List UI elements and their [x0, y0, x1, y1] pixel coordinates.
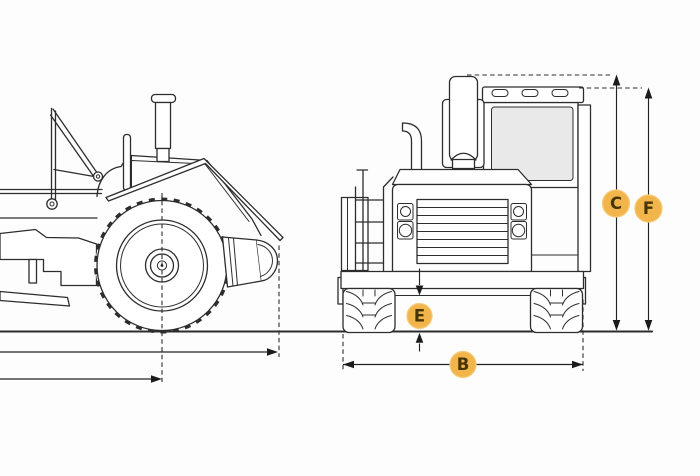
tractor-side-view: [0, 93, 284, 382]
handrail-pole: [356, 169, 369, 271]
a-frame-foot-pin: [46, 198, 58, 210]
dimension-line-rear: [0, 348, 278, 356]
arrow-up-icon: [644, 87, 653, 99]
arrow-right-icon: [267, 348, 278, 356]
cab-side-panel: [577, 104, 592, 273]
arrow-down-icon: [644, 320, 653, 331]
skid-bar: [0, 290, 71, 307]
marker-f-circle: [634, 194, 663, 223]
exhaust-stack-side: [150, 93, 177, 163]
gear-lever: [122, 133, 132, 192]
dimension-c: C: [467, 74, 631, 331]
marker-f-label: F: [643, 199, 654, 218]
a-frame-pivot: [92, 171, 104, 182]
dimension-line-wheel-center: [0, 375, 162, 383]
tire-left: [342, 287, 396, 334]
marker-e-circle: [406, 302, 433, 330]
a-frame-mast: [46, 107, 104, 210]
marker-b-circle: [449, 350, 477, 379]
drum-end-cap: [256, 239, 279, 282]
front-platform: [0, 228, 98, 287]
front-bumper: [340, 270, 585, 290]
arrow-up-icon: [612, 74, 621, 86]
muffler-stack: [441, 75, 485, 170]
ladder-rungs: [354, 199, 385, 264]
tire-tread-right: [533, 289, 580, 330]
arrow-down-icon: [415, 285, 424, 296]
tire-tread-left: [346, 289, 392, 330]
dimension-b: B: [342, 299, 584, 379]
winch-drum: [221, 236, 279, 288]
dimension-f: F: [579, 87, 663, 331]
hood-top: [391, 168, 533, 186]
tire-right: [529, 287, 584, 334]
headlights-left: [397, 203, 414, 240]
arrow-right-icon: [572, 360, 583, 369]
cab-window-glass: [491, 106, 574, 181]
arrow-down-icon: [612, 320, 621, 331]
marker-c-label: C: [610, 194, 622, 213]
grille-slats: [416, 207, 509, 256]
canopy-bar: [105, 157, 284, 242]
cab-roof-vents: [491, 89, 569, 97]
left-fender-panel: [340, 196, 369, 272]
marker-e-label: E: [414, 307, 425, 326]
muffler-dome: [450, 152, 477, 161]
marker-c-circle: [601, 189, 631, 218]
arrow-right-icon: [151, 375, 162, 383]
tractor-front-view: [337, 75, 592, 334]
access-ladder: [354, 176, 394, 272]
step-slot: [28, 258, 38, 284]
marker-b-label: B: [457, 355, 470, 374]
arrow-left-icon: [343, 360, 354, 369]
muffler: [448, 75, 479, 162]
dimension-e: E: [406, 268, 433, 352]
headlights-right: [510, 203, 527, 240]
arrow-up-icon: [415, 332, 424, 343]
